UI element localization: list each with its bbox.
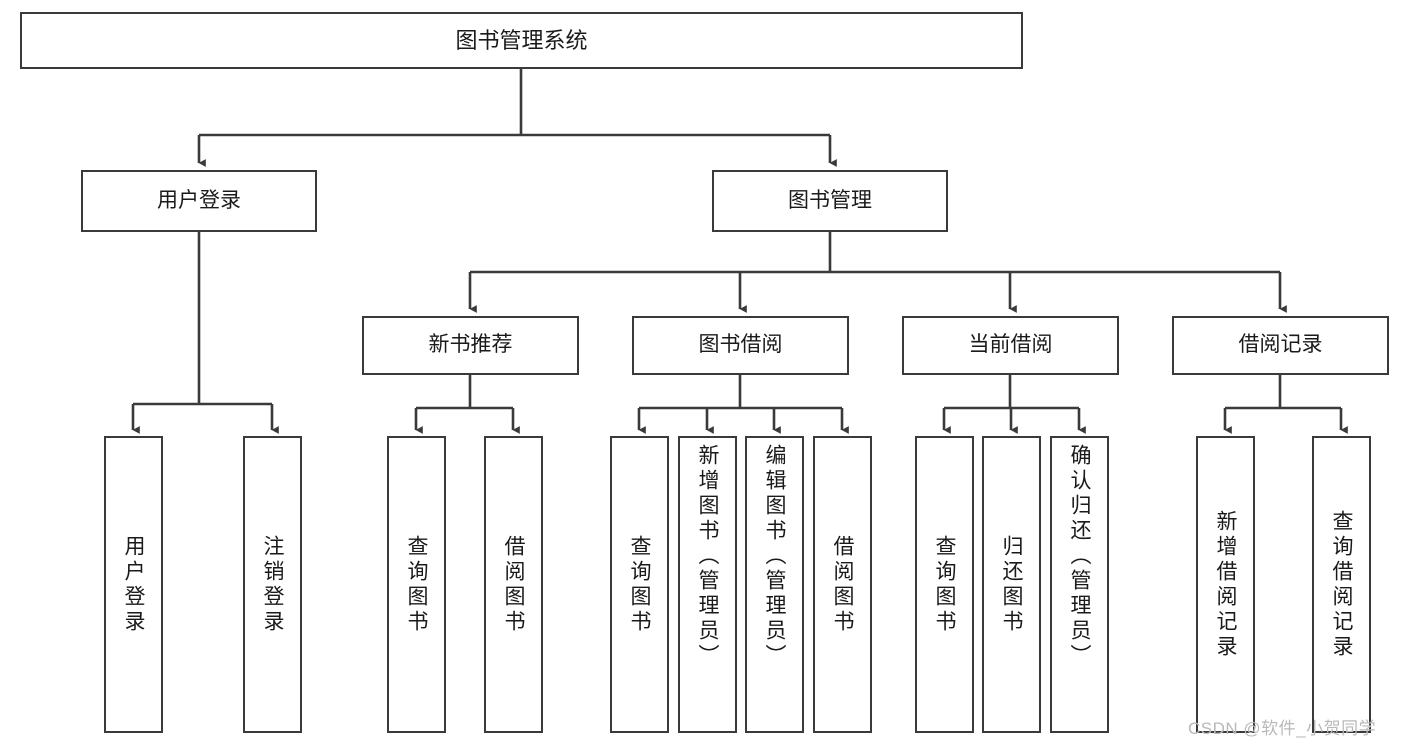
leaf-logout[interactable]: 注销登录 — [243, 436, 302, 733]
leaf-return-book[interactable]: 归还图书 — [982, 436, 1041, 733]
leaf-borrow-book-borrow[interactable]: 借阅图书 — [813, 436, 872, 733]
csdn-watermark: CSDN @软件_小贺同学 — [1188, 719, 1377, 738]
leaf-label: 借阅图书 — [831, 534, 854, 635]
node-user-login[interactable]: 用户登录 — [81, 170, 317, 232]
node-new-book-recommend[interactable]: 新书推荐 — [362, 316, 579, 375]
leaf-borrow-book-recommend[interactable]: 借阅图书 — [484, 436, 543, 733]
leaf-edit-book-admin[interactable]: 编辑图书（管理员） — [745, 436, 804, 733]
node-label: 借阅记录 — [1238, 333, 1323, 357]
leaf-label: 查询图书 — [933, 534, 956, 635]
leaf-label: 归还图书 — [1000, 534, 1023, 635]
node-label: 图书借阅 — [698, 333, 783, 357]
leaf-query-borrow-record[interactable]: 查询借阅记录 — [1312, 436, 1371, 733]
leaf-label: 确认归还（管理员） — [1068, 444, 1091, 669]
node-root-system[interactable]: 图书管理系统 — [20, 12, 1023, 69]
node-label: 图书管理 — [788, 188, 872, 212]
leaf-query-book-borrow[interactable]: 查询图书 — [610, 436, 669, 733]
leaf-add-book-admin[interactable]: 新增图书（管理员） — [678, 436, 737, 733]
leaf-query-book-current[interactable]: 查询图书 — [915, 436, 974, 733]
leaf-label: 查询图书 — [405, 534, 428, 635]
leaf-label: 新增借阅记录 — [1214, 509, 1237, 660]
leaf-label: 注销登录 — [261, 534, 284, 635]
node-book-management[interactable]: 图书管理 — [712, 170, 948, 232]
node-borrow-record[interactable]: 借阅记录 — [1172, 316, 1389, 375]
leaf-label: 用户登录 — [122, 534, 145, 635]
leaf-label: 查询图书 — [628, 534, 651, 635]
leaf-confirm-return-admin[interactable]: 确认归还（管理员） — [1050, 436, 1109, 733]
leaf-add-borrow-record[interactable]: 新增借阅记录 — [1196, 436, 1255, 733]
leaf-query-book-recommend[interactable]: 查询图书 — [387, 436, 446, 733]
node-label: 用户登录 — [157, 188, 241, 212]
leaf-label: 借阅图书 — [502, 534, 525, 635]
leaf-user-login[interactable]: 用户登录 — [104, 436, 163, 733]
node-label: 当前借阅 — [968, 333, 1053, 357]
node-label: 图书管理系统 — [455, 27, 588, 53]
leaf-label: 查询借阅记录 — [1330, 509, 1353, 660]
leaf-label: 编辑图书（管理员） — [763, 444, 786, 669]
node-current-borrow[interactable]: 当前借阅 — [902, 316, 1119, 375]
node-label: 新书推荐 — [428, 333, 513, 357]
node-book-borrow[interactable]: 图书借阅 — [632, 316, 849, 375]
leaf-label: 新增图书（管理员） — [696, 444, 719, 669]
